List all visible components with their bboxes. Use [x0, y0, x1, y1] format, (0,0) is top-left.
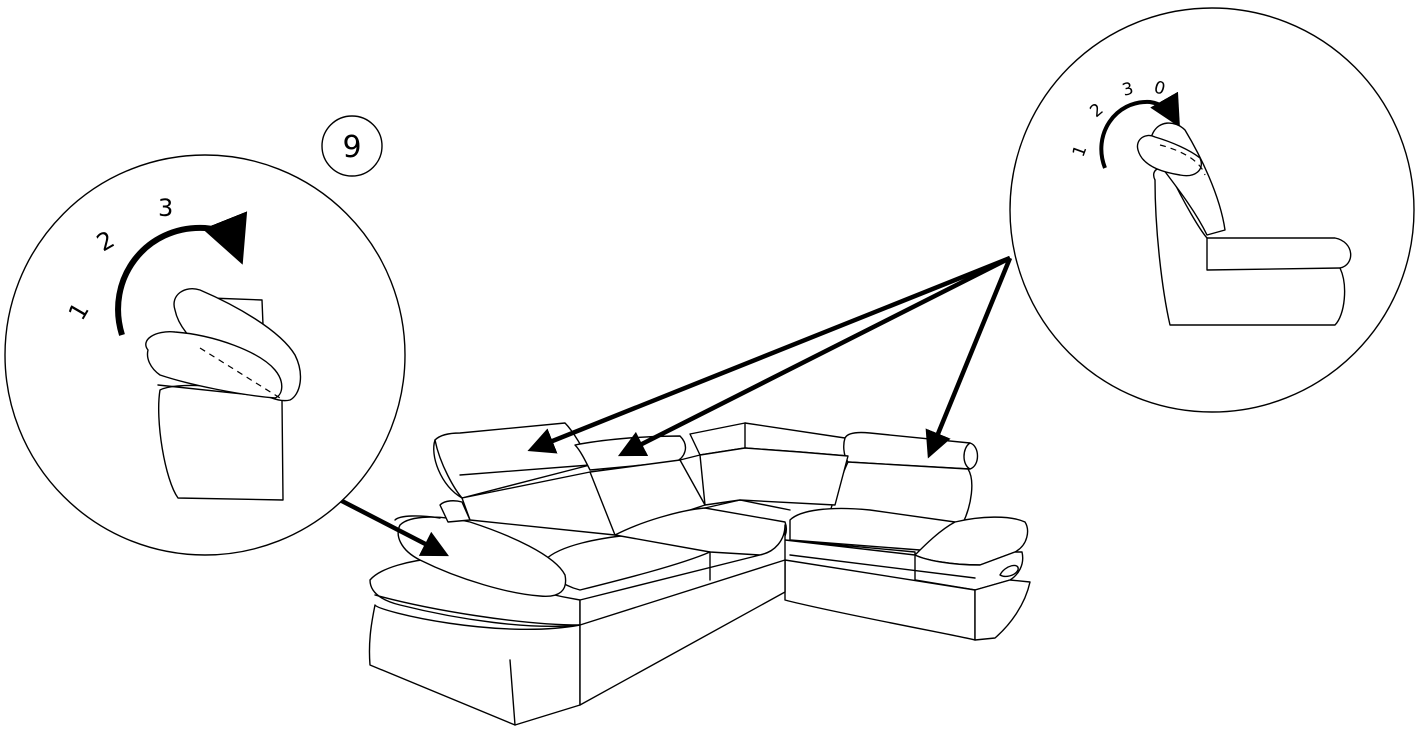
- right-detail-circle: 1 2 3 0: [1009, 7, 1415, 413]
- left-detail-circle: 1 2 3 0: [4, 154, 406, 556]
- step-badge: 9: [321, 115, 383, 177]
- left-position-3: 3: [158, 194, 173, 222]
- step-number: 9: [342, 130, 361, 165]
- corner-sofa: [368, 422, 1031, 726]
- right-position-3: 3: [1120, 79, 1136, 101]
- pointer-arrows: [338, 255, 1013, 557]
